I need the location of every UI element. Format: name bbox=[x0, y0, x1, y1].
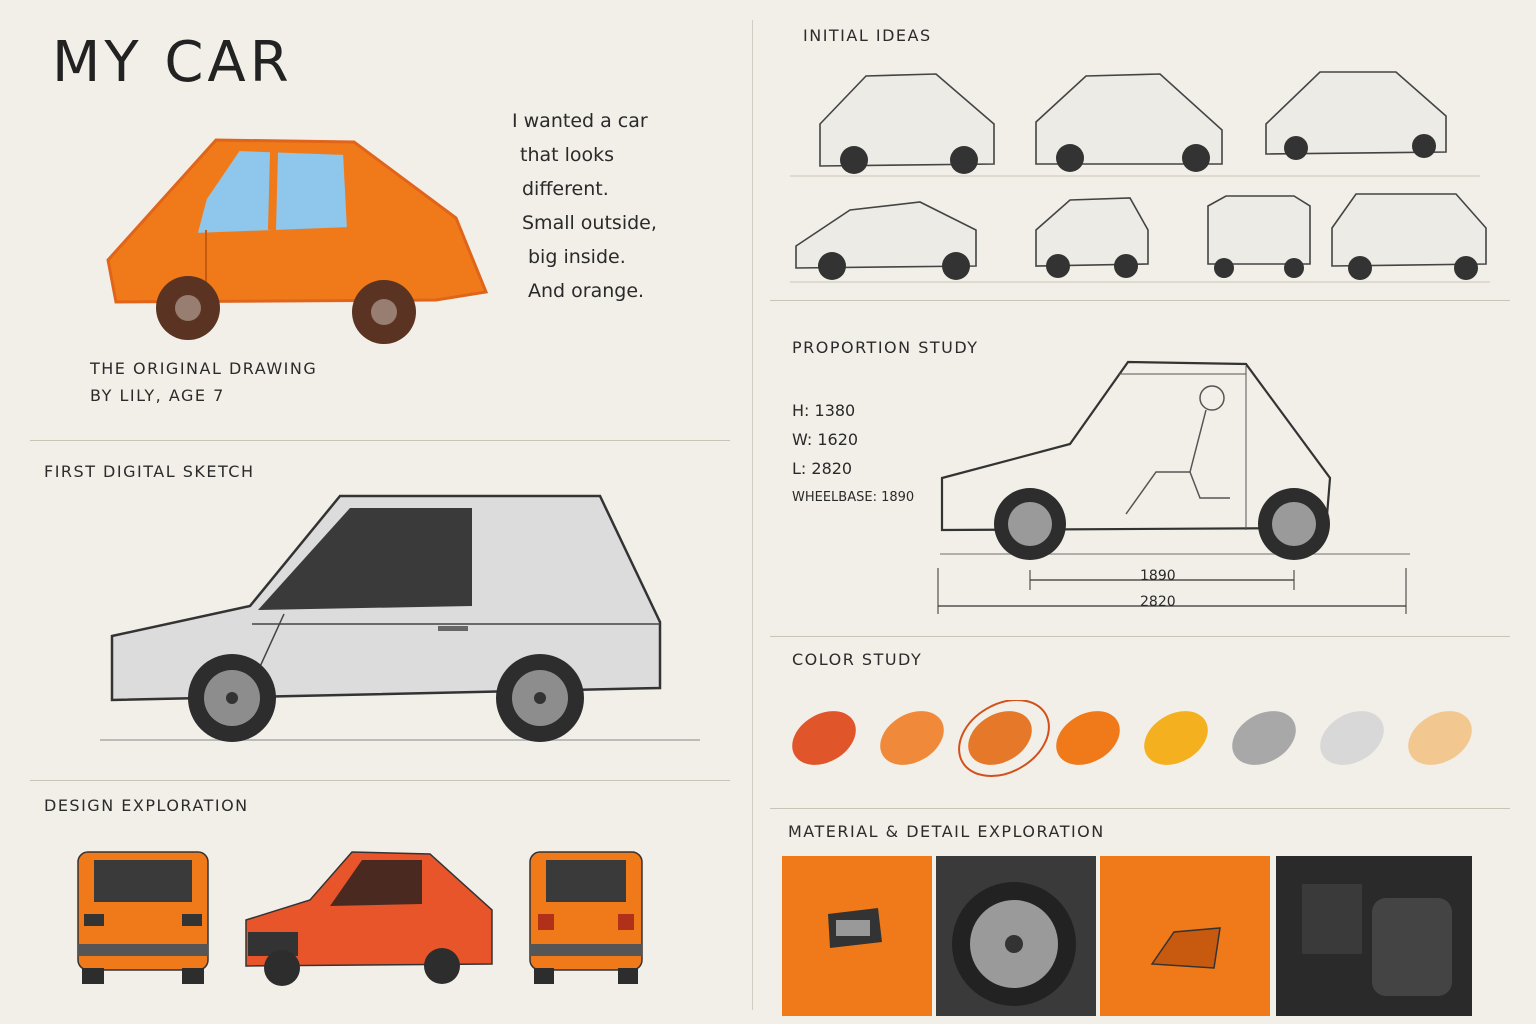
digital-sketch-car bbox=[100, 494, 700, 742]
proportion-study-drawing bbox=[937, 360, 1410, 614]
note-line-5: big inside. bbox=[528, 246, 626, 268]
handwritten-note: I wanted a car that looks different. Sma… bbox=[512, 104, 657, 308]
tile-side-vent bbox=[1100, 856, 1270, 1016]
initial-ideas-sketches bbox=[790, 71, 1490, 283]
left-divider-2 bbox=[30, 780, 730, 781]
dimension-wheelbase: WHEELBASE: 1890 bbox=[792, 490, 915, 505]
tile-wheel bbox=[936, 856, 1096, 1016]
proportion-dimensions: H: 1380 W: 1620 L: 2820 WHEELBASE: 1890 bbox=[792, 396, 914, 512]
caption-line-2: BY LILY, AGE 7 bbox=[90, 386, 225, 405]
section-design-exploration: DESIGN EXPLORATION bbox=[44, 796, 249, 815]
color-swatch bbox=[1408, 711, 1472, 765]
left-divider-1 bbox=[30, 440, 730, 441]
color-swatch bbox=[1056, 711, 1120, 765]
dimension-label-length: 2820 bbox=[1140, 594, 1176, 610]
color-swatch bbox=[1232, 711, 1296, 765]
page-title: MY CAR bbox=[52, 30, 293, 95]
note-line-6: And orange. bbox=[528, 280, 645, 302]
original-crayon-drawing bbox=[106, 138, 489, 344]
right-divider-1 bbox=[770, 300, 1510, 301]
center-divider bbox=[752, 20, 753, 1010]
note-line-3: different. bbox=[522, 178, 609, 200]
render-front-view bbox=[77, 851, 209, 984]
tile-headlight bbox=[782, 856, 932, 1016]
render-three-quarter-view bbox=[245, 851, 493, 986]
section-color-study: COLOR STUDY bbox=[792, 650, 923, 669]
note-line-2: that looks bbox=[520, 144, 615, 166]
material-detail-tiles bbox=[782, 856, 1472, 1016]
color-swatch bbox=[792, 711, 856, 765]
dimension-length: L: 2820 bbox=[792, 459, 853, 478]
selected-swatch-circle bbox=[958, 700, 1050, 777]
section-material-detail: MATERIAL & DETAIL EXPLORATION bbox=[788, 822, 1105, 841]
section-proportion-study: PROPORTION STUDY bbox=[792, 338, 979, 357]
color-swatch bbox=[968, 711, 1032, 765]
color-swatches bbox=[792, 700, 1472, 777]
color-swatch bbox=[1320, 711, 1384, 765]
render-rear-view bbox=[529, 851, 643, 984]
design-exploration-renders bbox=[77, 851, 643, 986]
color-swatch bbox=[1144, 711, 1208, 765]
right-divider-2 bbox=[770, 636, 1510, 637]
dimension-width: W: 1620 bbox=[792, 430, 859, 449]
dimension-label-wheelbase: 1890 bbox=[1140, 568, 1176, 584]
dimension-height: H: 1380 bbox=[792, 401, 856, 420]
color-swatch bbox=[880, 711, 944, 765]
right-divider-3 bbox=[770, 808, 1510, 809]
caption-line-1: THE ORIGINAL DRAWING bbox=[90, 359, 318, 378]
note-line-1: I wanted a car bbox=[512, 110, 648, 132]
original-drawing-caption: THE ORIGINAL DRAWING BY LILY, AGE 7 bbox=[90, 355, 317, 409]
section-first-digital-sketch: FIRST DIGITAL SKETCH bbox=[44, 462, 255, 481]
tile-seat bbox=[1276, 856, 1472, 1016]
section-initial-ideas: INITIAL IDEAS bbox=[803, 26, 932, 45]
note-line-4: Small outside, bbox=[522, 212, 657, 234]
